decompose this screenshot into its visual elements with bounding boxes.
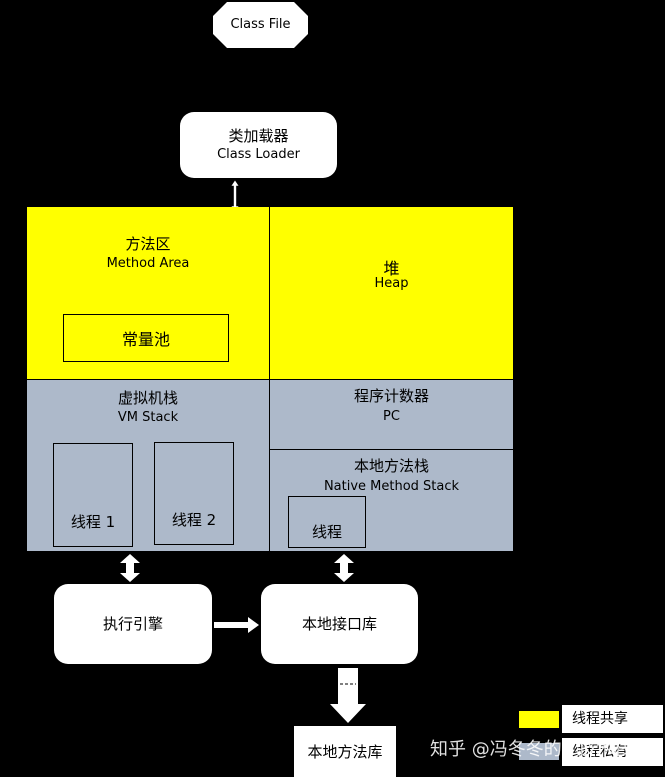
method-area-title-en: Method Area (106, 256, 190, 271)
vm-stack-region: 虚拟机栈 VM Stack 线程 1 线程 2 (27, 379, 270, 551)
watermark-text: 知乎 @冯冬冬的IT技术栈 (430, 739, 633, 760)
native-stack-region: 本地方法栈 Native Method Stack 线程 (270, 449, 513, 551)
native-library-box: 本地方法库 (294, 726, 396, 777)
method-area-region: 方法区 Method Area 常量池 (27, 207, 270, 379)
native-library-label: 本地方法库 (307, 742, 383, 761)
execution-engine-label: 执行引擎 (102, 615, 163, 633)
class-file-node: Class File (213, 2, 308, 48)
legend-private-swatch (519, 743, 559, 760)
native-interface-box: 本地接口库 (261, 584, 418, 664)
vm-thread-2-box: 线程 2 (154, 442, 234, 545)
vmstack-engine-arrow (120, 554, 140, 582)
execution-engine-box: 执行引擎 (54, 584, 212, 664)
legend-shared-label: 线程共享 (562, 705, 663, 733)
class-file-label: Class File (230, 17, 291, 32)
class-file-octagon (213, 2, 308, 48)
constant-pool-box: 常量池 (63, 314, 229, 362)
method-area-title-cn: 方法区 (125, 235, 171, 253)
constant-pool-label: 常量池 (121, 330, 170, 349)
pc-region: 程序计数器 PC (270, 379, 513, 449)
native-thread-label: 线程 (311, 523, 342, 541)
native-interface-label: 本地接口库 (301, 615, 377, 633)
native-stack-title-cn: 本地方法栈 (353, 457, 429, 475)
native-interface-arrow (334, 554, 354, 582)
legend-private-label: 线程私有 (562, 738, 663, 766)
native-stack-title-en: Native Method Stack (323, 479, 460, 494)
engine-interface-arrow (214, 617, 259, 633)
class-loader-box: 类加载器 Class Loader (180, 112, 337, 178)
vm-thread-1-box: 线程 1 (53, 443, 133, 547)
vm-thread-2-label: 线程 2 (171, 511, 217, 529)
class-loader-title-en: Class Loader (217, 147, 300, 162)
class-loader-title-cn: 类加载器 (228, 127, 289, 145)
pc-title-cn: 程序计数器 (353, 387, 429, 405)
pc-title-en: PC (383, 409, 400, 424)
vm-stack-title-en: VM Stack (117, 410, 179, 425)
legend-shared-swatch (519, 711, 559, 728)
interface-library-arrow (330, 668, 366, 723)
heap-region: 堆 Heap (270, 207, 513, 379)
heap-title-cn: 堆 (383, 259, 400, 278)
vm-stack-title-cn: 虚拟机栈 (117, 389, 178, 407)
vm-thread-1-label: 线程 1 (70, 513, 116, 531)
heap-title-en: Heap (374, 276, 409, 291)
native-thread-box: 线程 (288, 496, 366, 548)
